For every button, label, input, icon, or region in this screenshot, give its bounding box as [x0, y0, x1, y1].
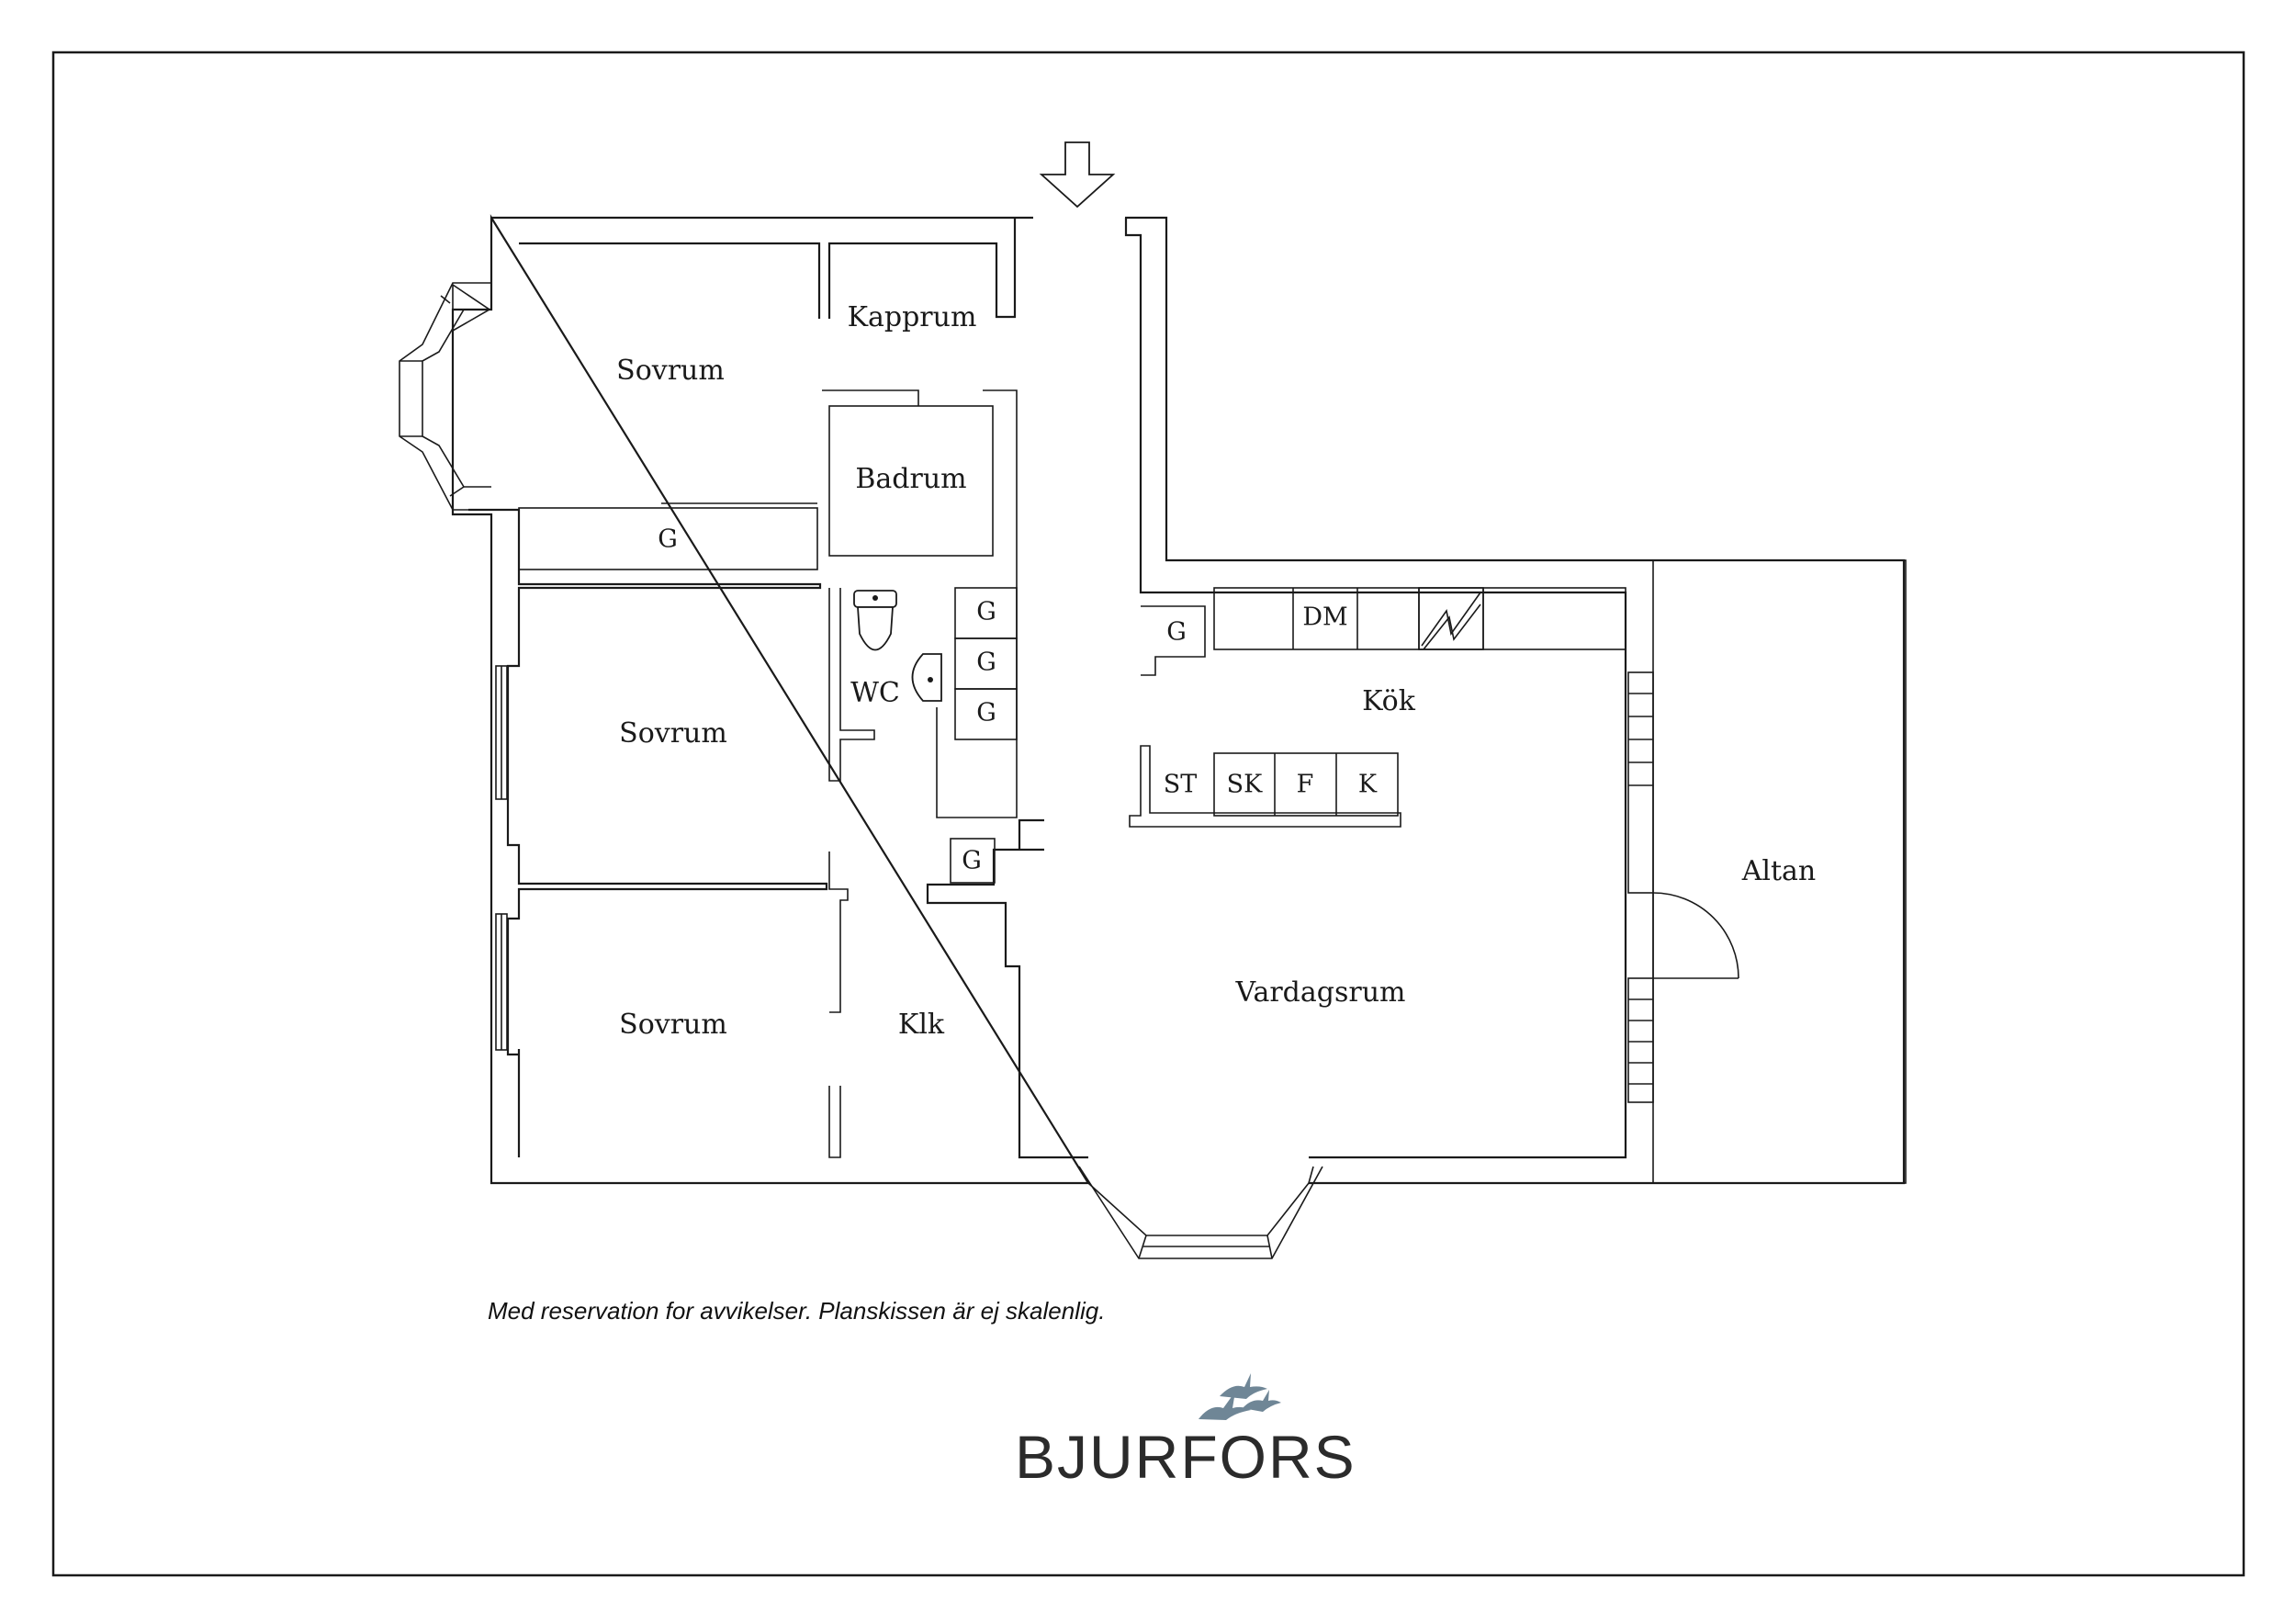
outer-walls — [451, 214, 1906, 1185]
room-label-skafferi: SK — [1227, 771, 1263, 799]
room-label-wc: WC — [850, 677, 900, 709]
room-label-sovrum-2: Sovrum — [619, 717, 727, 750]
room-label-garderob-hall: G — [658, 525, 678, 554]
page-frame — [51, 51, 2245, 1577]
room-label-frys: F — [1297, 771, 1314, 799]
room-label-badrum: Badrum — [855, 463, 966, 495]
room-label-kyl: K — [1358, 771, 1378, 799]
room-label-kapprum: Kapprum — [848, 301, 977, 333]
bird-logo-icon — [1199, 1373, 1281, 1420]
door-swing-icon — [1652, 892, 1739, 979]
room-label-altan: Altan — [1741, 855, 1817, 887]
disclaimer-text: Med reservation for avvikelser. Planskis… — [488, 1297, 1106, 1325]
interior-walls — [518, 389, 1018, 1158]
room-label-diskmaskin: DM — [1302, 603, 1347, 632]
entrance-arrow-icon — [1039, 141, 1116, 209]
windows-left — [495, 665, 508, 1051]
room-label-kok: Kök — [1362, 685, 1416, 717]
room-label-vardagsrum: Vardagsrum — [1235, 976, 1406, 1009]
bay-window-bottom — [1078, 1166, 1323, 1259]
room-label-garderob-klk: G — [962, 847, 982, 875]
bay-window-left — [399, 282, 491, 511]
room-label-garderob-2: G — [976, 648, 996, 677]
brand-wordmark: BJURFORS — [1015, 1423, 1356, 1491]
room-label-garderob-1: G — [976, 598, 996, 626]
room-label-sovrum-1: Sovrum — [616, 355, 725, 387]
room-label-sovrum-3: Sovrum — [619, 1009, 727, 1041]
sink-icon — [911, 653, 942, 702]
room-label-spis: ST — [1164, 771, 1198, 799]
room-label-garderob-3: G — [976, 699, 996, 727]
room-label-klk: Klk — [898, 1009, 945, 1041]
toilet-icon — [853, 590, 897, 651]
stove-icon — [1418, 587, 1484, 650]
balcony-structure — [1627, 559, 1907, 1184]
room-label-garderob-kok: G — [1166, 618, 1187, 647]
